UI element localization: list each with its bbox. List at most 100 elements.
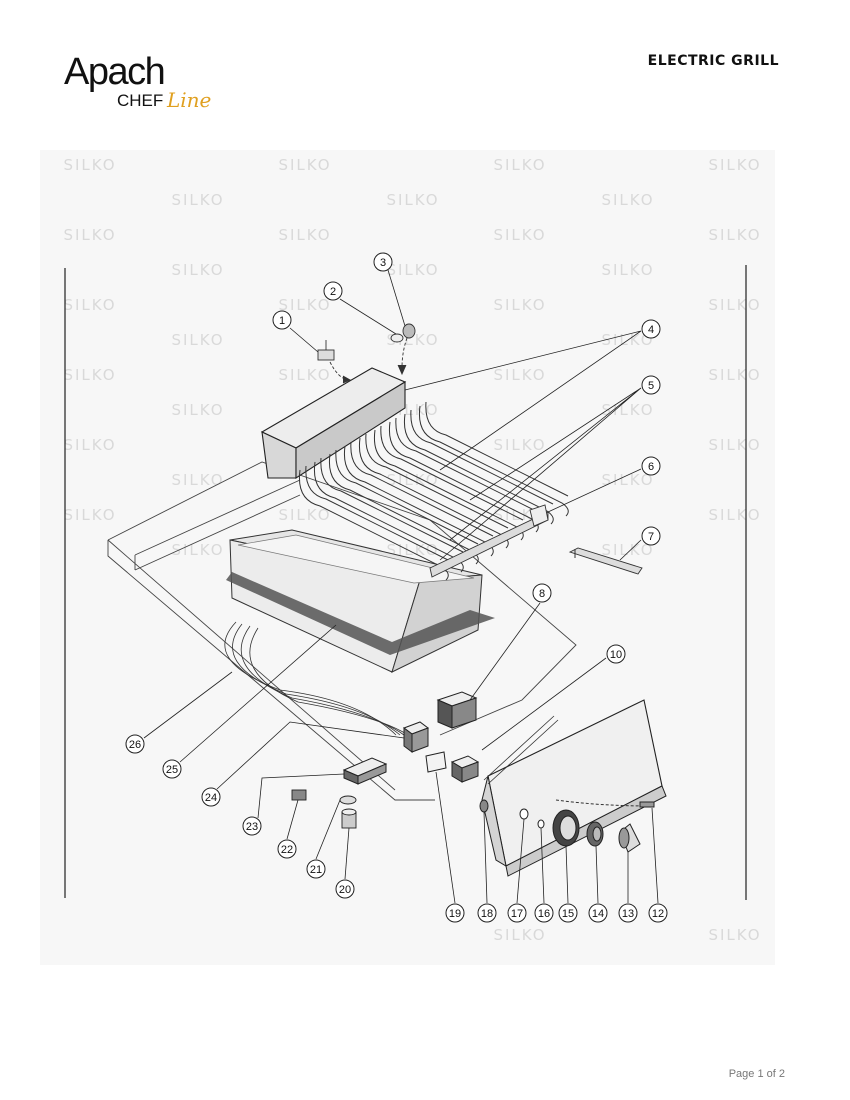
watermark-text: SILKO	[708, 156, 761, 174]
callout-circle-26	[125, 734, 145, 754]
watermark-text: SILKO	[493, 226, 546, 244]
brand-sub-line: Line	[167, 88, 212, 112]
watermark-text: SILKO	[171, 471, 224, 489]
callout-circle-14	[588, 903, 608, 923]
heating-element-tube	[358, 437, 509, 549]
page-number: Page 1 of 2	[728, 1068, 785, 1080]
element-housing	[260, 367, 407, 480]
leader-line-18	[483, 811, 488, 904]
callout-number: 7	[648, 531, 654, 543]
watermark-text: SILKO	[708, 366, 761, 384]
callout-circle-15	[558, 903, 578, 923]
small-parts-bottom	[291, 789, 357, 829]
counter-base	[107, 461, 577, 801]
callout-circle-13	[618, 903, 638, 923]
callout-number: 19	[449, 908, 461, 920]
watermark-text: SILKO	[601, 261, 654, 279]
heating-element-tube	[305, 465, 449, 561]
callout-number: 21	[310, 864, 322, 876]
callout-number: 20	[339, 884, 351, 896]
knob-assembly	[479, 799, 641, 853]
leader-line-7	[619, 539, 642, 561]
watermark-text: SILKO	[171, 541, 224, 559]
callout-circle-1	[272, 310, 292, 330]
callout-circle-5	[641, 375, 661, 395]
leader-line-3	[387, 269, 406, 327]
watermark-text: SILKO	[278, 366, 331, 384]
watermark-text: SILKO	[63, 156, 116, 174]
control-panel	[481, 699, 667, 877]
leader-line-23	[257, 773, 345, 819]
callout-number: 23	[246, 821, 258, 833]
leader-line-1	[289, 327, 319, 353]
callout-circle-23	[242, 816, 262, 836]
callout-circle-7	[641, 526, 661, 546]
watermark-text: SILKO	[386, 261, 439, 279]
callout-number: 3	[380, 257, 386, 269]
small-parts-top	[317, 323, 416, 384]
leader-line-24	[216, 721, 405, 790]
terminal-block	[342, 757, 388, 785]
callout-number: 12	[652, 908, 664, 920]
callout-circle-21	[306, 859, 326, 879]
grill-support-bar	[429, 504, 549, 578]
callout-number: 26	[129, 739, 141, 751]
callout-number: 14	[592, 908, 604, 920]
leader-line-10	[481, 657, 607, 751]
watermark-text: SILKO	[493, 156, 546, 174]
callout-circle-18	[477, 903, 497, 923]
callout-number: 13	[622, 908, 634, 920]
watermark-text: SILKO	[708, 506, 761, 524]
callout-number: 16	[538, 908, 550, 920]
callout-circle-10	[606, 644, 626, 664]
callout-circle-20	[335, 879, 355, 899]
callout-number: 25	[166, 764, 178, 776]
wiring-harness	[224, 621, 409, 736]
callout-circle-8	[532, 583, 552, 603]
callout-number: 15	[562, 908, 574, 920]
callout-circle-17	[507, 903, 527, 923]
watermark-text: SILKO	[601, 191, 654, 209]
callout-circle-25	[162, 759, 182, 779]
leader-line-8	[469, 602, 541, 701]
watermark-text: SILKO	[171, 261, 224, 279]
heating-element-tube	[328, 453, 479, 565]
heating-element-tube	[388, 421, 539, 533]
heating-element-tube	[320, 457, 464, 553]
brand-logo: Apach	[64, 52, 224, 116]
leader-line-6	[547, 468, 642, 513]
watermark-text: SILKO	[708, 296, 761, 314]
heating-element-tube	[395, 417, 539, 513]
leader-line-15	[565, 845, 569, 904]
watermark-text: SILKO	[493, 926, 546, 944]
callout-circle-6	[641, 456, 661, 476]
watermark-text: SILKO	[278, 226, 331, 244]
leader-line-21	[315, 799, 341, 860]
callout-circle-16	[534, 903, 554, 923]
watermark-text: SILKO	[493, 296, 546, 314]
leader-line-14	[595, 845, 599, 904]
heating-element-tube	[410, 409, 554, 505]
callout-number: 4	[648, 324, 654, 336]
leader-line-5	[439, 387, 642, 561]
watermark-text: SILKO	[171, 331, 224, 349]
watermark-text: SILKO	[708, 436, 761, 454]
leader-line-2	[339, 298, 397, 335]
watermark-text: SILKO	[708, 926, 761, 944]
leader-line-22	[286, 799, 299, 840]
heating-element-tube	[350, 441, 494, 537]
heating-element-tube	[380, 425, 524, 521]
watermark-text: SILKO	[601, 331, 654, 349]
heating-element-tube	[418, 405, 569, 517]
callout-number: 22	[281, 844, 293, 856]
callout-circle-22	[277, 839, 297, 859]
watermark-text: SILKO	[63, 366, 116, 384]
watermark-text: SILKO	[601, 541, 654, 559]
brand-sub-chef: CHEF	[117, 91, 164, 110]
callout-circle-4	[641, 319, 661, 339]
leader-lines	[143, 269, 659, 904]
heating-element-tube	[365, 433, 509, 529]
heating-element-tube	[373, 429, 524, 541]
